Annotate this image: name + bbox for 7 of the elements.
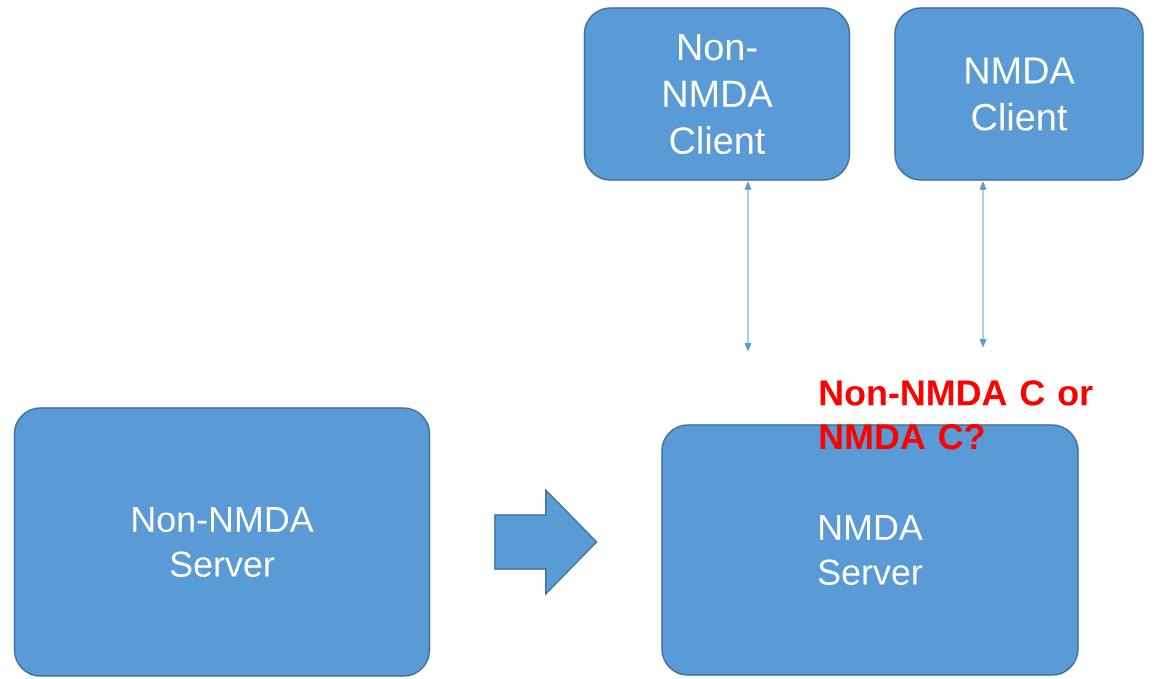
double-arrow bbox=[744, 181, 752, 352]
question-note: Non-NMDA C or NMDA C? bbox=[820, 380, 1093, 450]
process-box: Non-NMDA Server bbox=[13, 407, 431, 677]
process-box: Non-NMDA Client bbox=[583, 7, 851, 181]
block-arrow bbox=[494, 488, 598, 596]
process-box: NMDA Client bbox=[894, 7, 1144, 181]
double-arrow bbox=[979, 181, 987, 348]
